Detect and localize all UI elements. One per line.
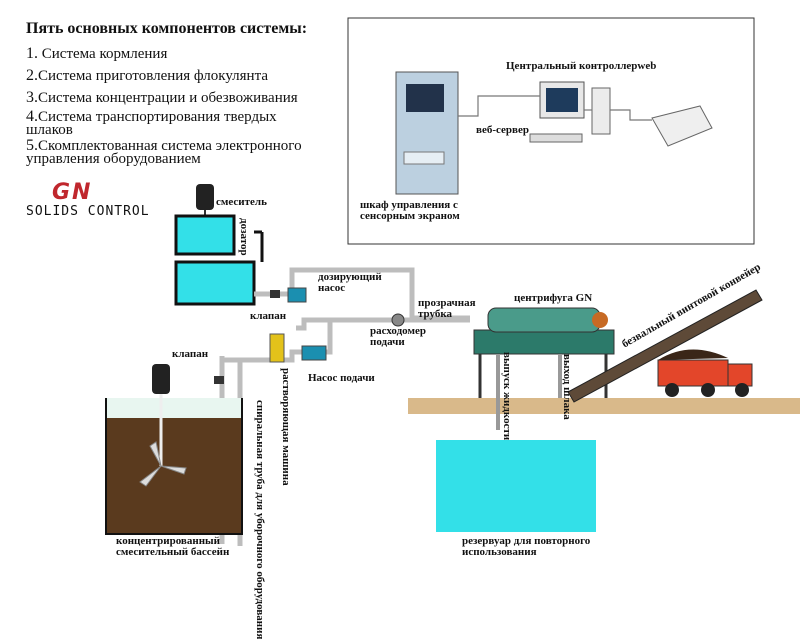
label-sludge-outlet: выход шлака <box>561 354 573 420</box>
component-num: 1. <box>26 45 38 62</box>
label-reservoir: резервуар для повторного использования <box>462 535 591 558</box>
brand-logo: GN <box>52 180 93 205</box>
component-item: 4.Система транспортирования твердых шлак… <box>26 108 326 138</box>
label-central-controller: Центральный контроллерweb <box>506 60 657 72</box>
component-item: 3.Система концентрации и обезвоживания <box>26 88 356 108</box>
label-spiral-pipe: спиральная труба для уборочного оборудов… <box>254 400 266 639</box>
component-item: 1. Система кормления <box>26 44 356 64</box>
component-num: 3. <box>26 89 38 106</box>
dosing-pump <box>287 287 307 303</box>
component-text: Скомплектованная система электронного уп… <box>26 138 302 167</box>
centrifuge-bowl <box>487 307 601 333</box>
valve-left <box>214 376 224 384</box>
label-mixer: смеситель <box>216 196 267 208</box>
mixer-tank <box>174 214 236 256</box>
component-item: 5.Скомплектованная система электронного … <box>26 137 356 167</box>
mixing-basin-water <box>106 398 242 420</box>
label-centrifuge: центрифуга GN <box>514 292 593 304</box>
component-num: 4. <box>26 108 38 125</box>
label-dissolve-machine: растворяющая машина <box>280 368 292 486</box>
label-web-server: веб-сервер <box>476 124 529 136</box>
component-num: 5. <box>26 137 38 154</box>
network-line <box>458 95 540 117</box>
component-text: Система транспортирования твердых шлаков <box>26 109 277 138</box>
ground-platform <box>408 398 800 414</box>
component-text: Система приготовления флокулянта <box>38 68 268 84</box>
flowmeter <box>391 313 405 327</box>
component-text: Система кормления <box>41 46 168 62</box>
components-list: 1. Система кормления 2.Система приготовл… <box>26 44 356 167</box>
feed-pump <box>301 345 327 361</box>
label-clear-pipe: прозрачная трубка <box>418 297 476 320</box>
keyboard <box>529 133 583 143</box>
label-feed-pump: Насос подачи <box>308 372 375 384</box>
label-dosing: дозатор <box>238 218 250 256</box>
label-control-cabinet: шкаф управления с сенсорным экраном <box>360 199 460 222</box>
dump-truck <box>657 359 729 387</box>
label-dosing-pump: дозирующий насос <box>318 271 382 294</box>
screw-conveyor <box>567 289 763 403</box>
computer-tower <box>591 87 611 135</box>
component-num: 2. <box>26 67 38 84</box>
mixer-propeller <box>139 441 187 487</box>
mixing-basin-sludge <box>106 418 242 534</box>
dosing-tank <box>174 260 256 306</box>
components-title: Пять основных компонентов системы: <box>26 20 308 37</box>
label-mixing-tank: концентрированный смесительный бассейн <box>116 535 230 558</box>
label-flowmeter: расходомер подачи <box>370 325 426 348</box>
label-liquid-outlet: выпуск жидкости <box>501 352 513 441</box>
mixer-motor <box>196 184 214 210</box>
reservoir <box>436 440 596 532</box>
basin-mixer-motor <box>152 364 170 394</box>
centrifuge-frame <box>473 329 615 355</box>
component-item: 2.Система приготовления флокулянта <box>26 66 356 86</box>
touch-screen <box>406 84 444 112</box>
printer <box>651 105 713 147</box>
component-text: Система концентрации и обезвоживания <box>38 90 298 106</box>
valve-top <box>270 290 280 298</box>
system-diagram <box>105 17 800 546</box>
label-valve-left: клапан <box>172 348 209 360</box>
dissolve-machine <box>269 333 285 363</box>
brand-subtitle: SOLIDS CONTROL <box>26 204 150 219</box>
label-valve-top: клапан <box>250 310 287 322</box>
